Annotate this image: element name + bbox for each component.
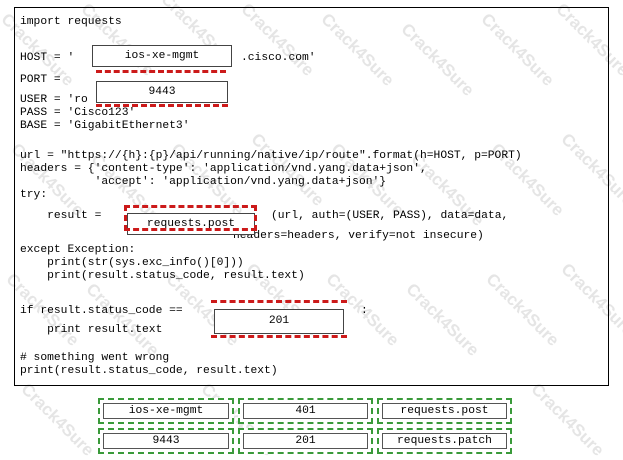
answer-label: requests.patch: [382, 433, 507, 449]
host-slot[interactable]: ios-xe-mgmt: [92, 45, 232, 67]
code-line-headers-1: headers = {'content-type': 'application/…: [20, 163, 427, 175]
code-line-url: url = "https://{h}:{p}/api/running/nativ…: [20, 150, 522, 162]
answer-option[interactable]: requests.patch: [377, 428, 512, 454]
code-line-base: BASE = 'GigabitEthernet3': [20, 120, 190, 132]
code-line-if-suffix: :: [361, 305, 368, 317]
answer-option[interactable]: 201: [238, 428, 373, 454]
code-line-host-suffix: .cisco.com': [241, 52, 316, 64]
answer-option[interactable]: requests.post: [377, 398, 512, 424]
code-line-port: PORT =: [20, 74, 61, 86]
code-line-if-prefix: if result.status_code ==: [20, 305, 183, 317]
code-line-result-prefix: result =: [20, 210, 102, 222]
status-slot[interactable]: 201: [214, 309, 344, 334]
code-line-print-2: print(result.status_code, result.text): [20, 270, 305, 282]
answer-option[interactable]: 9443: [98, 428, 234, 454]
answer-option[interactable]: 401: [238, 398, 373, 424]
code-line-import: import requests: [20, 16, 122, 28]
host-slot-dash: [96, 70, 226, 78]
code-line-print-1: print(str(sys.exc_info()[0])): [20, 257, 244, 269]
answer-label: 201: [243, 433, 368, 449]
code-panel: import requests HOST = ' .cisco.com' POR…: [14, 7, 609, 386]
code-line-print-text: print result.text: [20, 324, 163, 336]
code-line-headers-2: 'accept': 'application/vnd.yang.data+jso…: [20, 176, 387, 188]
code-line-final-print: print(result.status_code, result.text): [20, 365, 278, 377]
port-slot[interactable]: 9443: [96, 81, 228, 103]
code-line-user: USER = 'ro: [20, 94, 88, 106]
answer-label: ios-xe-mgmt: [103, 403, 229, 419]
code-line-try: try:: [20, 189, 48, 201]
method-slot-dash: [124, 205, 257, 231]
status-slot-dash: [211, 300, 347, 338]
code-line-except: except Exception:: [20, 244, 136, 256]
code-line-result-cont: headers=headers, verify=not insecure): [233, 230, 484, 242]
port-slot-dash: [96, 104, 228, 110]
watermark: Crack4Sure: [527, 379, 608, 460]
watermark: Crack4Sure: [17, 379, 98, 460]
code-line-host-prefix: HOST = ': [20, 52, 75, 64]
answer-label: requests.post: [382, 403, 507, 419]
answer-label: 401: [243, 403, 368, 419]
code-line-pass: PASS = 'Cisco123': [20, 107, 136, 119]
code-line-result-suffix: (url, auth=(USER, PASS), data=data,: [271, 210, 509, 222]
code-line-comment: # something went wrong: [20, 352, 170, 364]
answer-label: 9443: [103, 433, 229, 449]
answer-option[interactable]: ios-xe-mgmt: [98, 398, 234, 424]
